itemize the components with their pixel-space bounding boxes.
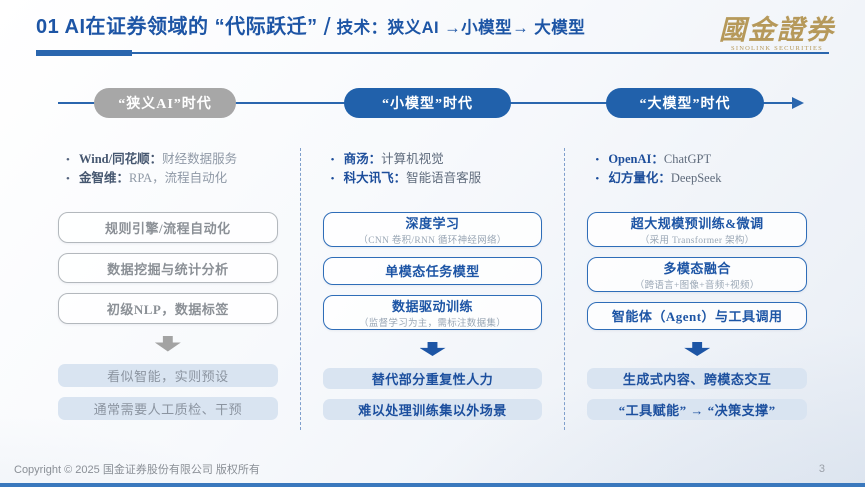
title-main: 01 AI在证券领域的 “代际跃迁” [36,16,318,38]
down-arrow-icon [154,336,181,352]
capability-box: 数据驱动训练 （监督学习为主，需标注数据集） [322,294,543,330]
era-columns: Wind/同花顺：财经数据服务 金智维：RPA，流程自动化 规则引擎/流程自动化… [36,148,829,430]
column-small-model: 商汤：计算机视觉 科大讯飞：智能语音客服 深度学习 （CNN 卷积/RNN 循环… [299,148,565,430]
capability-box: 深度学习 （CNN 卷积/RNN 循环神经网络） [322,212,543,247]
capability-box: 规则引擎/流程自动化 [58,212,278,243]
header: 01 AI在证券领域的 “代际跃迁” / 技术：狭义AI →小模型→ 大模型 國… [36,10,833,56]
list-item: 幻方量化：DeepSeek [595,169,807,188]
outcome-box: 生成式内容、跨模态交互 [587,367,808,389]
capability-box: 数据挖掘与统计分析 [58,252,278,284]
list-item: Wind/同花顺：财经数据服务 [66,150,278,169]
logo-en-text: SINOLINK SECURITIES [731,45,823,52]
title-underline [36,50,829,56]
outcome-box: 看似智能，实则预设 [58,363,278,387]
outcome-box: 通常需要人工质检、干预 [58,396,278,421]
column-large-model: OpenAI：ChatGPT 幻方量化：DeepSeek 超大规模预训练&微调 … [564,148,829,430]
timeline-arrow-icon [792,97,804,109]
outcome-box: “工具赋能” → “决策支撑” [587,398,808,421]
era-pill-large-model: “大模型”时代 [606,88,764,118]
era-pill-small-model: “小模型”时代 [344,88,511,118]
company-logo: 國金證券 SINOLINK SECURITIES [719,8,835,52]
logo-cn-text: 國金證券 [719,15,835,45]
capability-box: 多模态融合 （跨语言+图像+音频+视频） [587,257,808,292]
capability-box: 智能体（Agent）与工具调用 [587,302,808,330]
capability-box: 初级NLP，数据标签 [58,293,278,325]
list-item: 金智维：RPA，流程自动化 [66,169,278,188]
capability-box: 单模态任务模型 [322,257,543,285]
era-pill-narrow-ai: “狭义AI”时代 [94,88,236,118]
capability-box: 超大规模预训练&微调 （采用 Transformer 架构） [587,212,808,247]
list-item: OpenAI：ChatGPT [595,150,807,169]
list-item: 商汤：计算机视觉 [331,150,543,169]
outcome-box: 难以处理训练集以外场景 [322,398,543,421]
bullet-list: 商汤：计算机视觉 科大讯飞：智能语音客服 [331,150,543,192]
title-subtitle: 技术：狭义AI →小模型→ 大模型 [336,19,586,37]
page-number: 3 [818,463,825,475]
bullet-list: OpenAI：ChatGPT 幻方量化：DeepSeek [595,150,807,192]
era-timeline: “狭义AI”时代 “小模型”时代 “大模型”时代 [36,88,829,118]
bottom-accent-bar [0,483,865,487]
footer: Copyright © 2025 国金证券股份有限公司 版权所有 3 [14,461,825,477]
down-arrow-icon [419,341,446,356]
page-title: 01 AI在证券领域的 “代际跃迁” / 技术：狭义AI →小模型→ 大模型 [36,10,829,41]
title-slash-divider: / [323,13,331,41]
down-arrow-icon [684,341,711,356]
outcome-box: 替代部分重复性人力 [322,367,543,389]
copyright-text: Copyright © 2025 国金证券股份有限公司 版权所有 [14,464,260,476]
list-item: 科大讯飞：智能语音客服 [331,169,543,188]
bullet-list: Wind/同花顺：财经数据服务 金智维：RPA，流程自动化 [66,150,278,192]
column-narrow-ai: Wind/同花顺：财经数据服务 金智维：RPA，流程自动化 规则引擎/流程自动化… [36,148,300,430]
